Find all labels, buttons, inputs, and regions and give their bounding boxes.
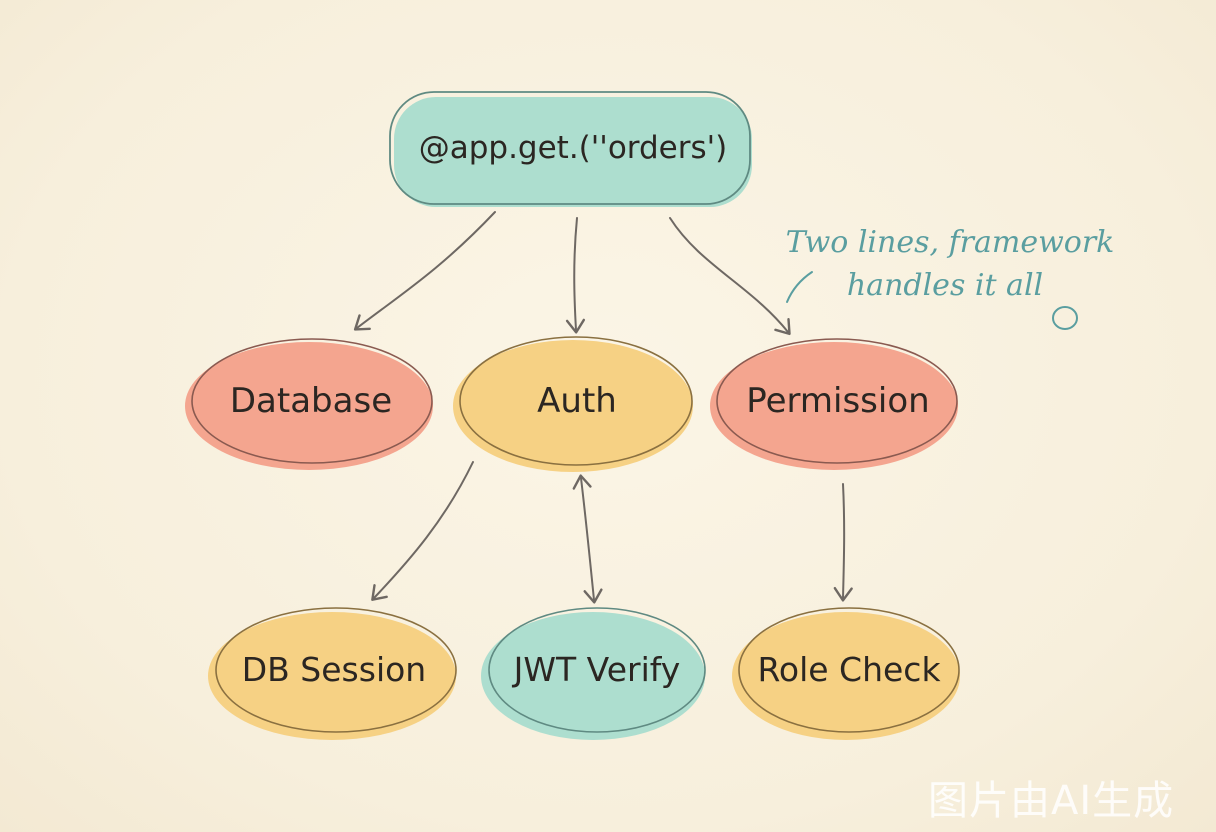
- annotation-circle-doodle: [1052, 306, 1078, 330]
- node-role-check-label: Role Check: [757, 650, 941, 689]
- node-permission-label: Permission: [746, 381, 929, 421]
- edge-auth-to-jwt-verify: [572, 474, 603, 604]
- node-database: Database: [185, 338, 433, 470]
- node-root-label: @app.get.(''orders'): [419, 130, 728, 166]
- node-jwt-verify-label: JWT Verify: [512, 650, 681, 689]
- node-db-session-label: DB Session: [242, 650, 426, 689]
- edge-root-to-auth: [565, 217, 586, 334]
- edge-permission-to-role-check: [833, 483, 853, 602]
- node-auth: Auth: [453, 336, 693, 472]
- ai-generated-watermark: 图片由AI生成: [928, 778, 1175, 824]
- node-role-check: Role Check: [732, 607, 960, 740]
- annotation-line-1: Two lines, framework: [786, 225, 1115, 260]
- edge-root-to-database: [353, 211, 496, 331]
- node-database-label: Database: [230, 381, 392, 421]
- node-permission: Permission: [710, 338, 958, 470]
- node-root: @app.get.(''orders'): [389, 91, 752, 207]
- node-auth-label: Auth: [537, 381, 617, 421]
- node-jwt-verify: JWT Verify: [481, 607, 706, 740]
- edge-root-to-permission: [669, 217, 791, 336]
- annotation-line-2: handles it all: [847, 268, 1043, 303]
- edge-auth-to-db-session: [371, 461, 474, 601]
- node-db-session: DB Session: [208, 607, 457, 740]
- annotation-note: Two lines, framework handles it all: [786, 225, 1115, 330]
- edges: [353, 211, 853, 604]
- annotation-pointer: [786, 271, 813, 303]
